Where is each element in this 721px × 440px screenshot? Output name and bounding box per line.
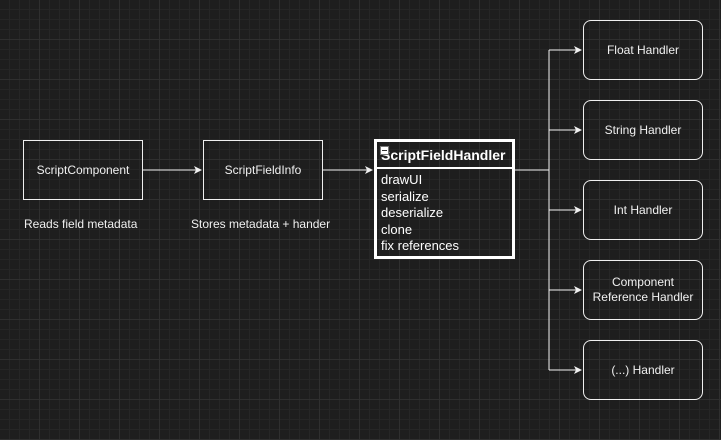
script-component-label: ScriptComponent: [36, 162, 130, 177]
component-reference-handler-node[interactable]: Component Reference Handler: [583, 260, 703, 320]
method-item: drawUI: [381, 172, 423, 187]
script-field-info-label: ScriptFieldInfo: [224, 162, 302, 177]
string-handler-node[interactable]: String Handler: [583, 100, 703, 160]
class-header: ScriptFieldHandler: [377, 142, 512, 169]
script-component-node[interactable]: ScriptComponent: [23, 140, 143, 200]
handler-label: Component Reference Handler: [592, 275, 694, 304]
method-item: fix references: [381, 238, 460, 253]
method-item: clone: [381, 221, 413, 237]
method-item: deserialize: [381, 205, 444, 220]
int-handler-node[interactable]: Int Handler: [583, 180, 703, 240]
script-field-info-node[interactable]: ScriptFieldInfo: [203, 140, 323, 200]
script-component-caption: Reads field metadata: [24, 217, 138, 231]
etc-handler-node[interactable]: (...) Handler: [583, 340, 703, 400]
class-title: ScriptFieldHandler: [381, 146, 506, 163]
handler-label: String Handler: [604, 122, 682, 137]
handler-label: Float Handler: [606, 42, 680, 57]
float-handler-node[interactable]: Float Handler: [583, 20, 703, 80]
handler-label: (...) Handler: [611, 362, 675, 377]
handler-label: Int Handler: [613, 202, 673, 217]
script-field-info-caption: Stores metadata + hander: [191, 217, 331, 231]
collapse-icon[interactable]: [380, 146, 389, 155]
method-list: drawUI serialize deserialize clone fix r…: [377, 169, 512, 255]
script-field-handler-class[interactable]: ScriptFieldHandler drawUI serialize dese…: [374, 139, 515, 259]
method-item: serialize: [381, 188, 429, 204]
